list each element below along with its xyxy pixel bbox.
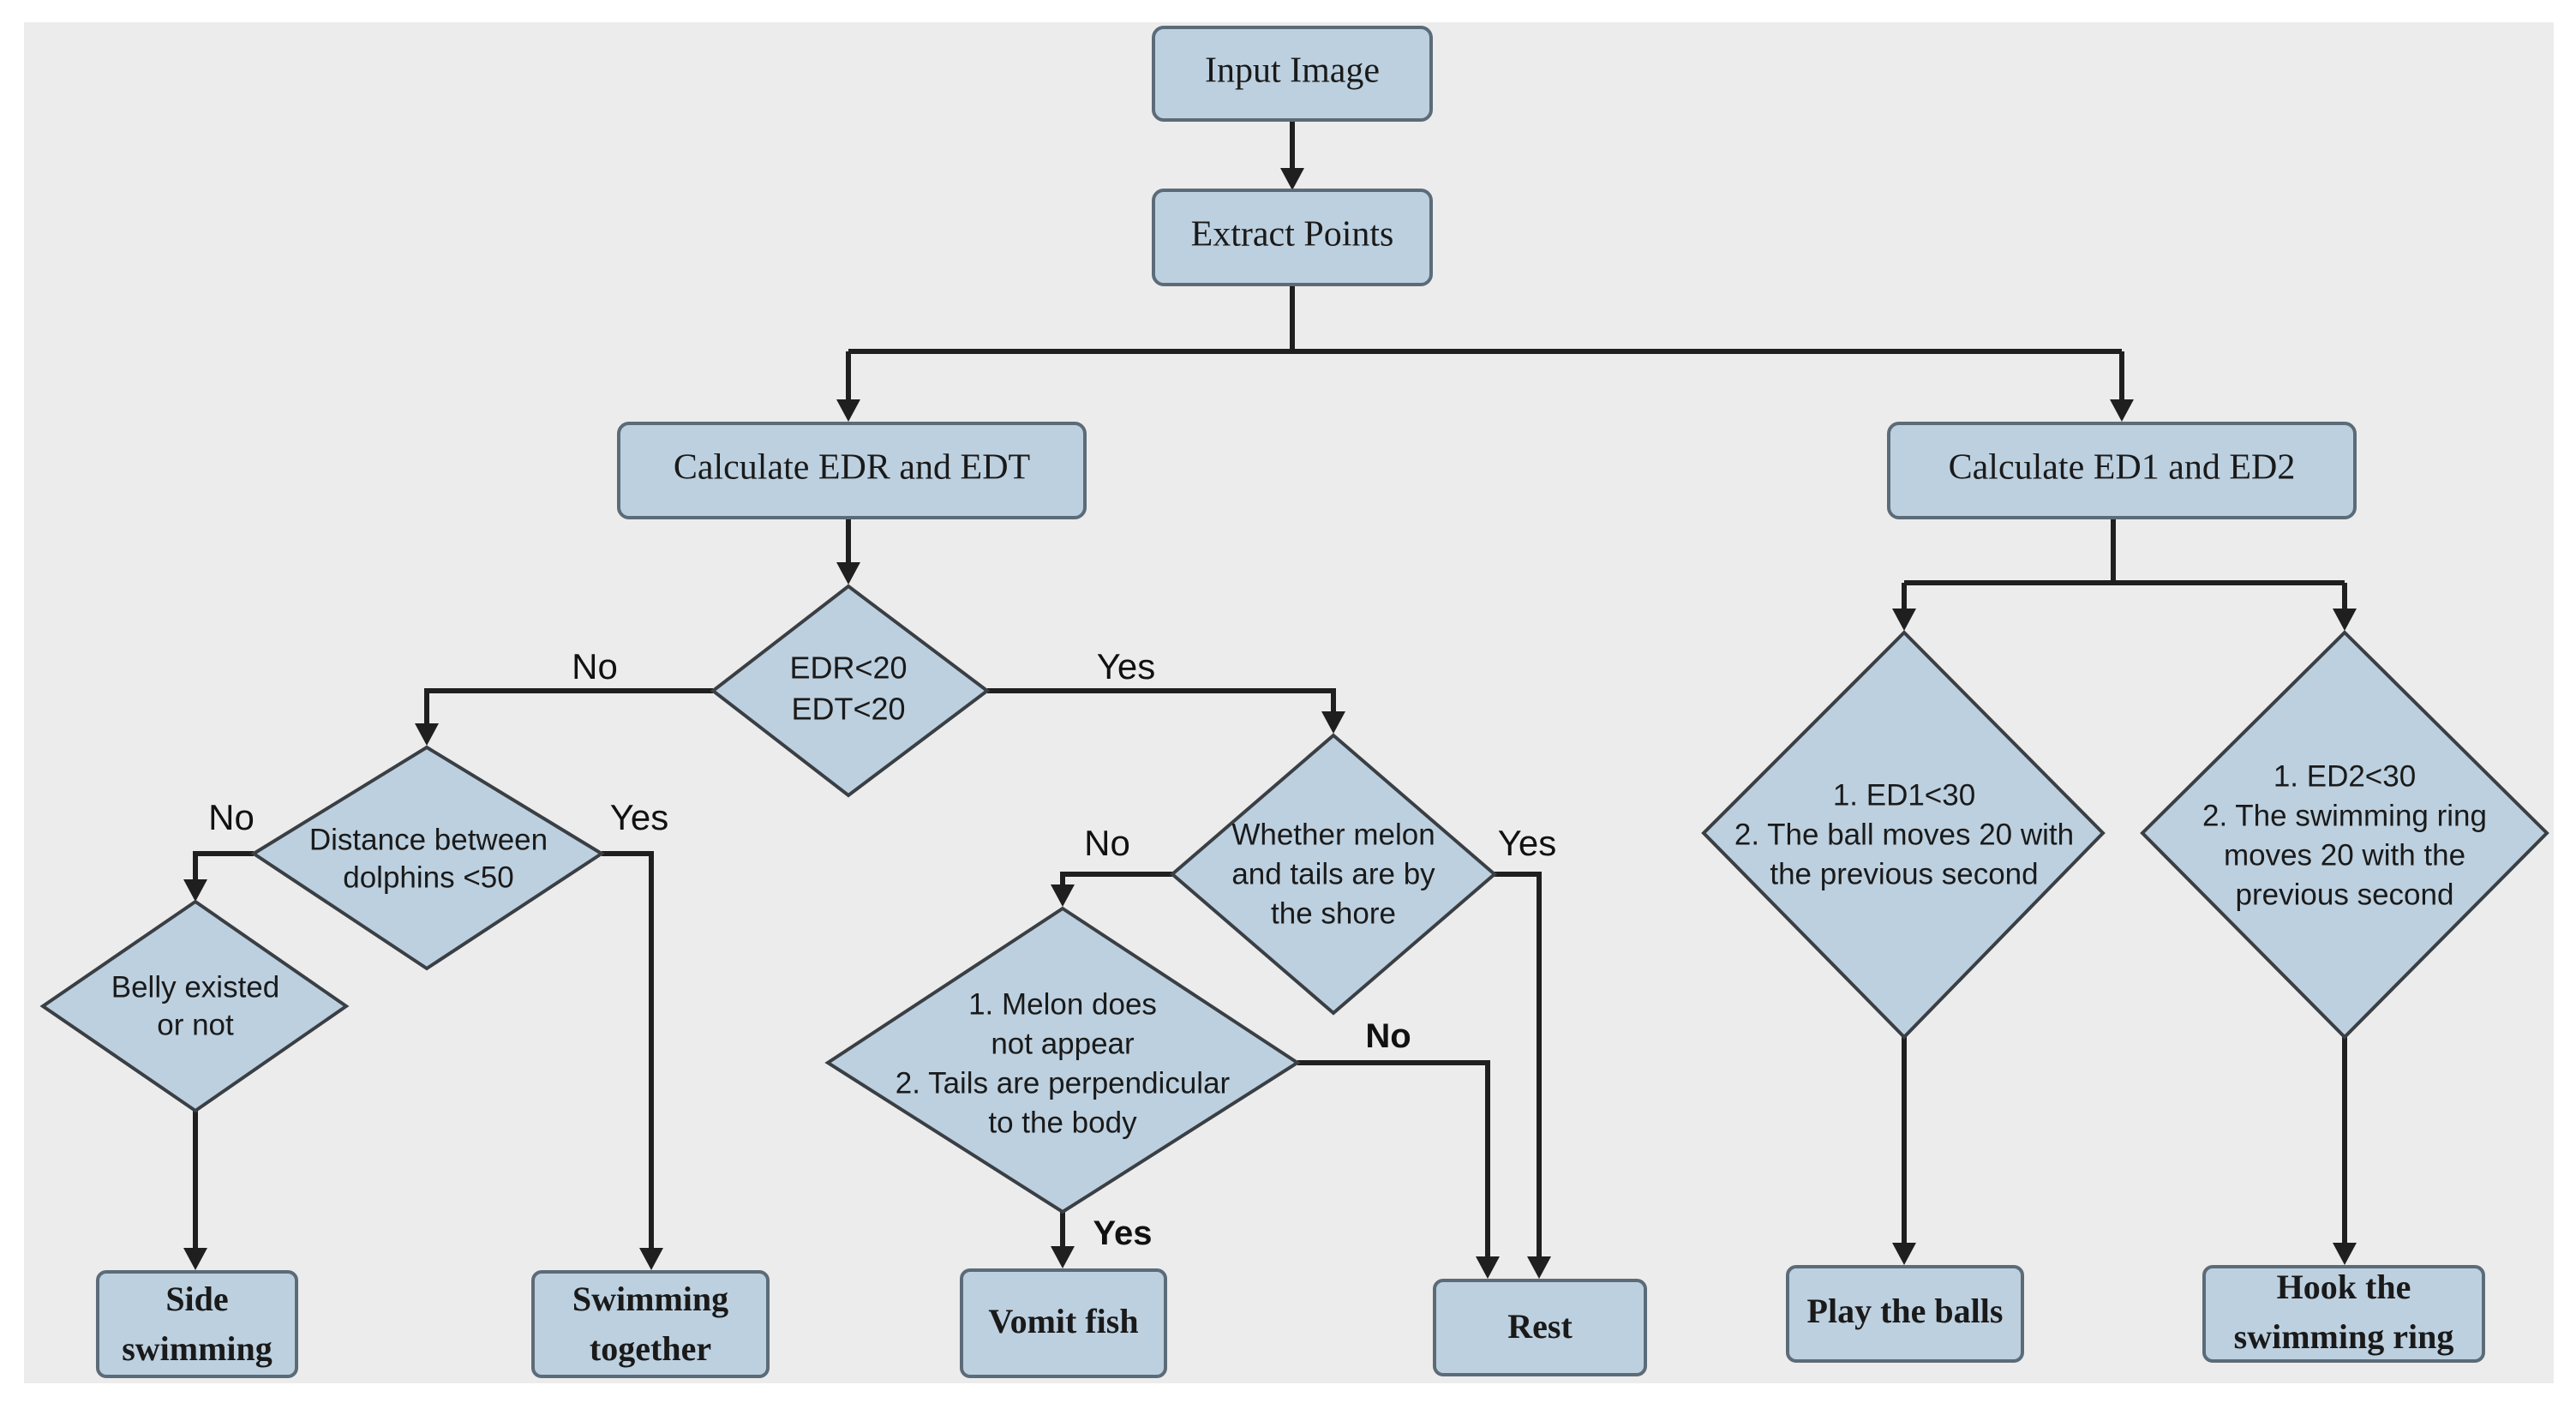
node-label: swimming bbox=[122, 1329, 273, 1368]
edge-label-shore-yes: Yes bbox=[1498, 823, 1557, 863]
decision-melon-shore: Whether melon and tails are by the shore bbox=[1169, 733, 1498, 1016]
node-hook-ring: Hook the swimming ring bbox=[2202, 1265, 2485, 1363]
node-label: Rest bbox=[1507, 1307, 1573, 1346]
arrowhead bbox=[1892, 609, 1916, 631]
decision-line: or not bbox=[157, 1008, 234, 1041]
decision-line: 1. Melon does bbox=[968, 987, 1157, 1021]
arrowhead bbox=[183, 879, 207, 902]
decision-distance: Distance between dolphins <50 bbox=[250, 745, 605, 971]
node-calc-edr-edt: Calculate EDR and EDT bbox=[617, 422, 1087, 519]
decision-line: Whether melon bbox=[1231, 818, 1435, 851]
edge-label-distance-no: No bbox=[208, 797, 255, 837]
decision-line: EDR<20 bbox=[789, 651, 907, 686]
node-rest: Rest bbox=[1433, 1279, 1647, 1376]
arrowhead bbox=[639, 1248, 663, 1270]
arrowhead bbox=[836, 562, 860, 585]
connectors bbox=[183, 120, 2357, 1279]
decision-line: EDT<20 bbox=[791, 692, 905, 727]
decision-belly: Belly existed or not bbox=[39, 899, 350, 1113]
decision-line: the previous second bbox=[1770, 857, 2038, 890]
decision-line: Distance between bbox=[309, 823, 548, 856]
edge-label-melon-no: No bbox=[1365, 1017, 1411, 1055]
arrowhead bbox=[1527, 1256, 1551, 1279]
node-label: Play the balls bbox=[1807, 1292, 2004, 1330]
edge-labels: No Yes No Yes No Yes No Yes bbox=[208, 646, 1556, 1252]
edge-edr-yes bbox=[987, 688, 1336, 715]
arrowhead bbox=[1476, 1256, 1500, 1279]
decision-melon-appear: 1. Melon does not appear 2. Tails are pe… bbox=[824, 906, 1301, 1214]
arrowhead bbox=[2333, 609, 2357, 631]
edge-edr-no bbox=[424, 688, 713, 727]
node-label: Calculate EDR and EDT bbox=[674, 448, 1030, 488]
decision-line: Belly existed bbox=[111, 970, 279, 1004]
node-label: Hook the bbox=[2277, 1268, 2411, 1306]
node-label: Input Image bbox=[1205, 51, 1380, 91]
arrowhead bbox=[836, 399, 860, 422]
decision-line: the shore bbox=[1271, 896, 1396, 930]
edge-distance-no bbox=[193, 851, 254, 883]
decision-ed2: 1. ED2<30 2. The swimming ring moves 20 … bbox=[2140, 630, 2549, 1040]
arrowhead bbox=[1892, 1243, 1916, 1265]
edge-label-edr-yes: Yes bbox=[1097, 646, 1156, 687]
node-vomit-fish: Vomit fish bbox=[960, 1268, 1167, 1378]
decision-line: to the body bbox=[988, 1106, 1137, 1139]
edge-label-shore-no: No bbox=[1084, 823, 1130, 863]
decision-line: previous second bbox=[2236, 878, 2454, 911]
decision-line: 2. Tails are perpendicular bbox=[896, 1066, 1231, 1100]
node-label: Side bbox=[165, 1280, 228, 1318]
arrowhead bbox=[2333, 1243, 2357, 1265]
edge-distance-yes bbox=[602, 851, 654, 1251]
decision-line: moves 20 with the bbox=[2224, 838, 2465, 872]
decision-line: 1. ED1<30 bbox=[1833, 778, 1975, 812]
edge-label-edr-no: No bbox=[572, 646, 618, 687]
edge-shore-no bbox=[1060, 872, 1172, 888]
decision-line: 2. The swimming ring bbox=[2202, 799, 2487, 832]
decision-line: and tails are by bbox=[1231, 857, 1435, 890]
edge-ed-split bbox=[1902, 518, 2347, 612]
node-label: swimming ring bbox=[2234, 1317, 2454, 1356]
arrowhead bbox=[183, 1248, 207, 1270]
edge-label-melon-yes: Yes bbox=[1093, 1214, 1153, 1252]
arrowhead bbox=[1051, 1246, 1075, 1268]
arrowhead bbox=[1321, 711, 1345, 734]
arrowhead bbox=[1280, 168, 1304, 190]
arrowhead bbox=[415, 723, 439, 746]
node-label: Vomit fish bbox=[988, 1302, 1138, 1340]
node-extract-points: Extract Points bbox=[1152, 189, 1433, 286]
edge-label-distance-yes: Yes bbox=[610, 797, 669, 837]
decision-ed1: 1. ED1<30 2. The ball moves 20 with the … bbox=[1701, 630, 2106, 1040]
arrowhead bbox=[2110, 399, 2134, 422]
node-label: Swimming bbox=[572, 1280, 728, 1318]
decision-line: 1. ED2<30 bbox=[2273, 759, 2416, 793]
node-play-balls: Play the balls bbox=[1786, 1265, 2024, 1363]
node-label: together bbox=[590, 1329, 711, 1368]
decision-line: 2. The ball moves 20 with bbox=[1734, 818, 2074, 851]
node-swimming-together: Swimming together bbox=[531, 1270, 770, 1378]
node-side-swimming: Side swimming bbox=[96, 1270, 298, 1378]
arrowhead bbox=[1051, 884, 1075, 907]
node-label: Calculate ED1 and ED2 bbox=[1949, 448, 2296, 488]
decision-line: dolphins <50 bbox=[343, 860, 513, 894]
node-label: Extract Points bbox=[1191, 215, 1394, 255]
decision-line: not appear bbox=[991, 1027, 1135, 1060]
edge-extract-split bbox=[846, 285, 2124, 403]
decision-edr-edt: EDR<20 EDT<20 bbox=[710, 584, 991, 798]
edge-melon-no bbox=[1297, 1060, 1490, 1260]
edge-shore-yes bbox=[1495, 872, 1542, 1260]
node-input-image: Input Image bbox=[1152, 26, 1433, 122]
node-calc-ed1-ed2: Calculate ED1 and ED2 bbox=[1887, 422, 2357, 519]
